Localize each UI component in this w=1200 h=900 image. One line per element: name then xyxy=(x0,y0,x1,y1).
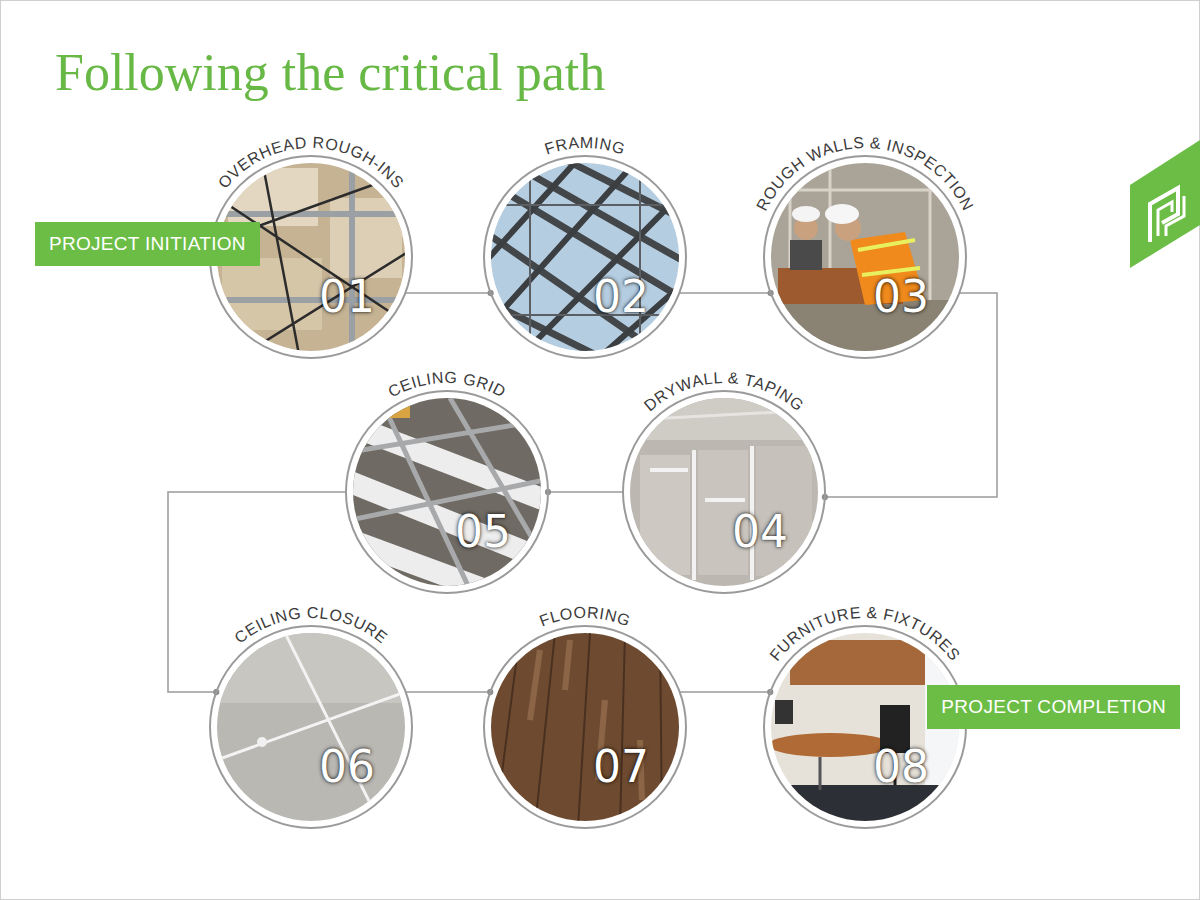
step-circle: CEILING GRID 05 xyxy=(312,360,582,595)
step-heading-path: FLOORING xyxy=(537,604,633,630)
connector xyxy=(168,492,346,692)
circle-outline: DRYWALL & TAPING xyxy=(589,360,859,595)
photo-office xyxy=(768,633,959,827)
circle-ring xyxy=(623,391,825,593)
milestone-tag: PROJECT COMPLETION xyxy=(927,685,1180,729)
step-heading-path: CEILING CLOSURE xyxy=(231,604,391,647)
circle-outline: ROUGH WALLS & INSPECTION xyxy=(730,125,1000,360)
milestone-tag: PROJECT INITIATION xyxy=(35,222,260,266)
step-heading-path: FRAMING xyxy=(543,134,628,158)
step-circle: ROUGH WALLS & INSPECTION 03 xyxy=(730,125,1000,360)
photo-ceiling-grid xyxy=(350,398,545,612)
step-circle: FRAMING 02 xyxy=(450,125,720,360)
circle-outline: FRAMING xyxy=(450,125,720,360)
circle-ring xyxy=(484,626,686,828)
step-heading: CEILING GRID xyxy=(385,369,508,401)
step-number: 08 xyxy=(873,745,929,789)
step-heading-path: FURNITURE & FIXTURES xyxy=(766,604,963,664)
photo-flooring xyxy=(491,633,679,827)
circle-ring xyxy=(346,391,548,593)
label-arc xyxy=(476,618,694,727)
step-number: 07 xyxy=(593,745,649,789)
circle-outline: FLOORING xyxy=(450,595,720,830)
step-heading: ROUGH WALLS & INSPECTION xyxy=(753,134,977,213)
step-heading-path: ROUGH WALLS & INSPECTION xyxy=(753,134,977,213)
photo-inspection xyxy=(771,163,959,351)
step-circle: FLOORING 07 xyxy=(450,595,720,830)
photo-framing xyxy=(485,157,685,357)
connector xyxy=(825,293,997,497)
step-heading: FRAMING xyxy=(543,134,628,158)
milestone-text: PROJECT INITIATION xyxy=(49,232,246,256)
photo-drywall xyxy=(630,398,818,586)
logo-tab xyxy=(1130,140,1200,268)
label-arc xyxy=(338,383,556,492)
circle-ring xyxy=(484,156,686,358)
step-number: 03 xyxy=(873,275,929,319)
circle-outline: CEILING GRID xyxy=(312,360,582,595)
step-heading-path: OVERHEAD ROUGH-INS xyxy=(215,134,407,192)
step-number: 05 xyxy=(455,510,511,554)
circle-outline: CEILING CLOSURE xyxy=(176,595,446,830)
step-number: 04 xyxy=(732,510,788,554)
step-heading-path: DRYWALL & TAPING xyxy=(641,369,808,414)
step-heading: FLOORING xyxy=(537,604,633,630)
milestone-text: PROJECT COMPLETION xyxy=(941,695,1166,719)
connector xyxy=(548,491,623,493)
connector xyxy=(679,292,770,294)
step-heading: OVERHEAD ROUGH-INS xyxy=(215,134,407,192)
step-circle: CEILING CLOSURE 06 xyxy=(176,595,446,830)
diagram-title: Following the critical path xyxy=(55,44,605,101)
circle-ring xyxy=(210,626,412,828)
step-heading-path: CEILING GRID xyxy=(385,369,508,401)
step-number: 01 xyxy=(319,275,375,319)
connector xyxy=(406,691,491,693)
step-number: 02 xyxy=(593,275,649,319)
photo-ceiling-closure xyxy=(211,627,411,827)
step-heading: FURNITURE & FIXTURES xyxy=(766,604,963,664)
label-arc xyxy=(476,148,694,257)
step-circle: DRYWALL & TAPING 04 xyxy=(589,360,859,595)
connector xyxy=(680,691,771,693)
step-heading: DRYWALL & TAPING xyxy=(641,369,808,414)
connector xyxy=(405,292,490,294)
step-number: 06 xyxy=(319,745,375,789)
step-heading: CEILING CLOSURE xyxy=(231,604,391,647)
circle-ring xyxy=(764,156,966,358)
